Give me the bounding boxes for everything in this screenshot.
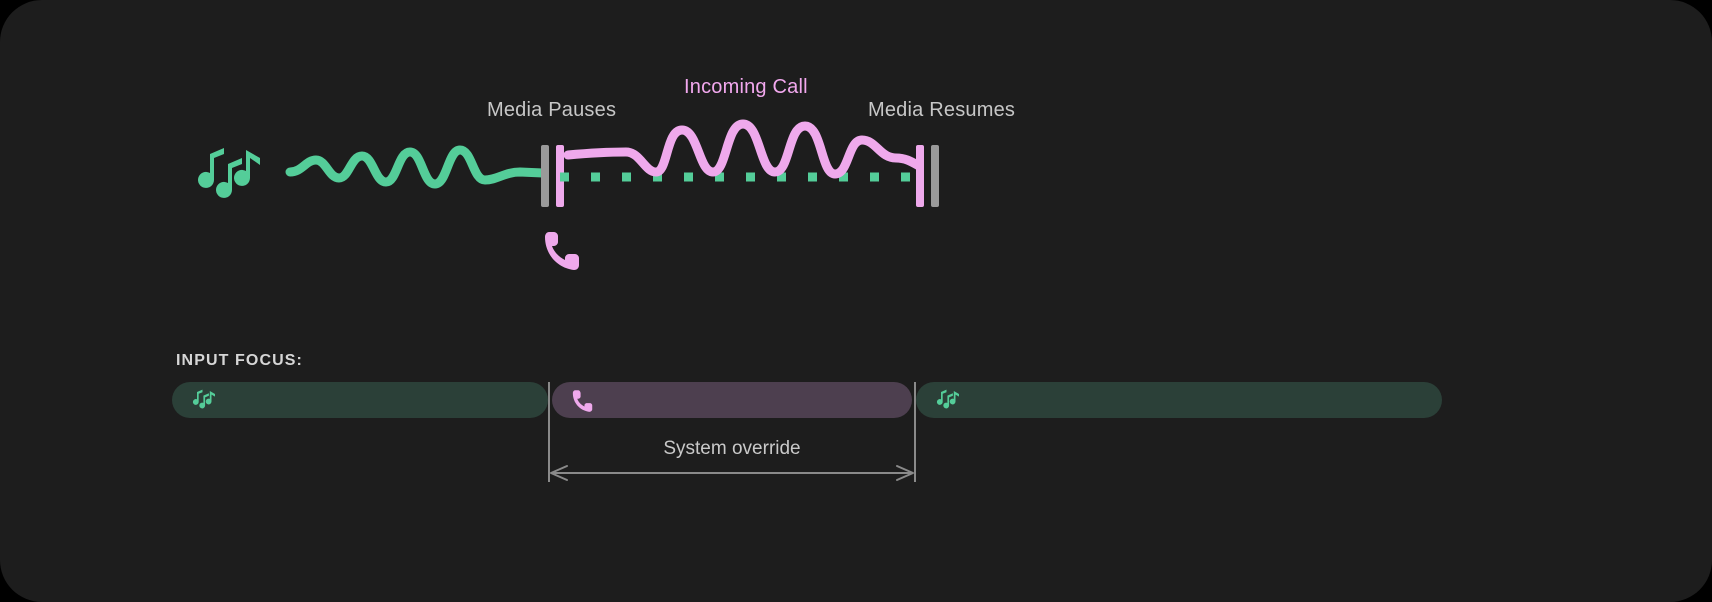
focus-bar-media-after[interactable] xyxy=(916,382,1442,418)
input-focus-title: INPUT FOCUS: xyxy=(176,352,303,369)
override-arrowhead-right xyxy=(896,465,914,481)
label-media-pauses: Media Pauses xyxy=(487,99,617,121)
phone-handset-icon xyxy=(572,390,593,412)
timeline-section: Media Pauses Incoming Call Media Resumes xyxy=(198,76,1016,270)
music-notes-icon xyxy=(936,389,959,409)
focus-bar-media-before[interactable] xyxy=(172,382,548,418)
label-media-resumes: Media Resumes xyxy=(868,99,1016,121)
resume-marker-grey xyxy=(931,145,939,207)
timeline-waveform-graphic xyxy=(285,119,939,207)
resume-marker-pink xyxy=(916,145,924,207)
label-incoming-call: Incoming Call xyxy=(684,76,808,98)
system-override-bracket xyxy=(548,382,916,482)
override-arrowhead-left xyxy=(550,465,568,481)
pause-marker-grey xyxy=(541,145,549,207)
input-focus-section: INPUT FOCUS: xyxy=(0,330,1712,602)
waveform-media-before xyxy=(285,145,548,189)
music-notes-icon xyxy=(192,389,215,409)
music-notes-icon xyxy=(198,148,260,198)
phone-handset-icon xyxy=(545,232,579,270)
waveform-call xyxy=(563,119,924,179)
system-override-label: System override xyxy=(663,438,801,459)
focus-bar-call[interactable] xyxy=(552,382,912,418)
